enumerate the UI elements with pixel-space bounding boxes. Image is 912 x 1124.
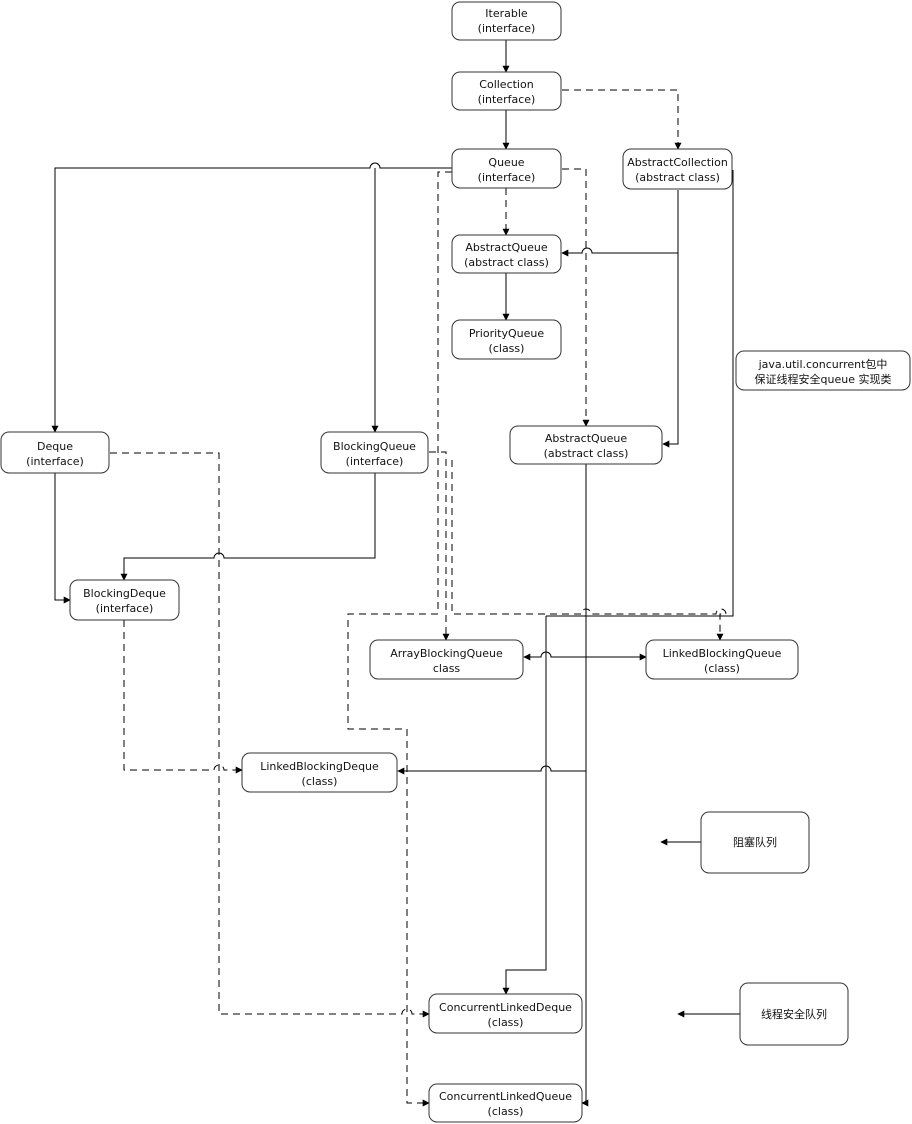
svg-text:(interface): (interface) [478,22,536,35]
edge-queue-deque [51,162,452,433]
svg-text:ArrayBlockingQueue: ArrayBlockingQueue [390,647,503,660]
edge-blockingqueue-arrayblockingqueue [429,451,450,641]
legend-thread-safe-queue: 线程安全队列 [739,982,849,1046]
svg-text:(abstract class): (abstract class) [635,171,720,184]
edge-abstractcollection-abstractqueue-top [561,190,679,257]
svg-text:(interface): (interface) [478,171,536,184]
node-deque[interactable]: Deque (interface) [0,431,110,474]
edge-abstractcollection-linkedblockingqueue [546,170,734,617]
edge-abstractcollection-concurrentlinkeddeque [502,616,547,995]
svg-text:保证线程安全queue 实现类: 保证线程安全queue 实现类 [755,372,892,386]
svg-text:class: class [433,662,461,675]
svg-text:Deque: Deque [37,440,73,453]
edge-deque-blockingdeque [54,473,71,604]
svg-text:ConcurrentLinkedDeque: ConcurrentLinkedDeque [439,1001,572,1014]
svg-text:线程安全队列: 线程安全队列 [761,1007,827,1021]
edge-blockingqueue-linkedblockingqueue [451,460,727,641]
svg-text:AbstractQueue: AbstractQueue [465,241,548,254]
node-iterable[interactable]: Iterable (interface) [451,1,562,41]
node-queue[interactable]: Queue (interface) [451,148,562,189]
edge-queue-concurrentlinkedqueue [347,171,452,1107]
node-concurrent-linked-queue[interactable]: ConcurrentLinkedQueue (class) [428,1083,583,1123]
svg-text:(class): (class) [489,342,525,355]
svg-text:(interface): (interface) [96,602,154,615]
edges [51,40,740,1107]
svg-text:(abstract class): (abstract class) [464,256,549,269]
svg-text:ConcurrentLinkedQueue: ConcurrentLinkedQueue [439,1090,572,1103]
legend-blocking-queue: 阻塞队列 [700,811,810,874]
edge-abstractcollection-abstractqueue-mid [662,253,679,448]
svg-text:Collection: Collection [479,78,533,91]
node-linked-blocking-queue[interactable]: LinkedBlockingQueue (class) [645,639,799,680]
edge-blockingdeque-linkedblockingdeque [123,620,243,774]
svg-text:(abstract class): (abstract class) [544,447,629,460]
node-array-blocking-queue[interactable]: ArrayBlockingQueue class [369,639,524,680]
node-concurrent-linked-deque[interactable]: ConcurrentLinkedDeque (class) [428,993,583,1034]
svg-text:BlockingQueue: BlockingQueue [333,440,416,453]
svg-text:(class): (class) [488,1016,524,1029]
edge-blockingqueue-blockingdeque [120,473,376,581]
node-abstract-collection[interactable]: AbstractCollection (abstract class) [622,148,733,190]
svg-text:BlockingDeque: BlockingDeque [83,587,166,600]
svg-text:LinkedBlockingDeque: LinkedBlockingDeque [260,760,379,773]
note-concurrent-package: java.util.concurrent包中 保证线程安全queue 实现类 [735,350,911,391]
node-abstract-queue-top[interactable]: AbstractQueue (abstract class) [451,234,562,274]
svg-text:Queue: Queue [488,156,524,169]
node-blocking-deque[interactable]: BlockingDeque (interface) [69,579,180,621]
svg-text:LinkedBlockingQueue: LinkedBlockingQueue [663,647,782,660]
svg-text:(interface): (interface) [26,455,84,468]
svg-text:(class): (class) [704,662,740,675]
svg-text:(interface): (interface) [346,455,404,468]
edge-queue-abstractqueue-mid [562,168,590,427]
node-abstract-queue-mid[interactable]: AbstractQueue (abstract class) [509,425,663,465]
edge-abstractqueue-arrayblockingqueue [523,651,586,661]
svg-text:Iterable: Iterable [485,7,528,20]
node-priority-queue[interactable]: PriorityQueue (class) [451,319,562,360]
svg-text:(interface): (interface) [478,93,536,106]
node-collection[interactable]: Collection (interface) [451,71,562,111]
edge-abstractqueue-backbone [581,464,589,1107]
svg-text:AbstractQueue: AbstractQueue [545,432,628,445]
svg-text:(class): (class) [302,775,338,788]
edge-deque-concurrentlinkeddeque [110,452,430,1018]
svg-text:AbstractCollection: AbstractCollection [627,156,728,169]
node-blocking-queue[interactable]: BlockingQueue (interface) [320,431,429,474]
svg-text:(class): (class) [488,1105,524,1118]
edge-abstractqueue-linkedblockingdeque [397,765,586,775]
node-linked-blocking-deque[interactable]: LinkedBlockingDeque (class) [241,752,398,793]
svg-text:java.util.concurrent包中: java.util.concurrent包中 [758,358,888,371]
svg-text:阻塞队列: 阻塞队列 [733,835,777,849]
edge-collection-abstractcollection [562,89,682,150]
svg-text:PriorityQueue: PriorityQueue [469,327,545,340]
